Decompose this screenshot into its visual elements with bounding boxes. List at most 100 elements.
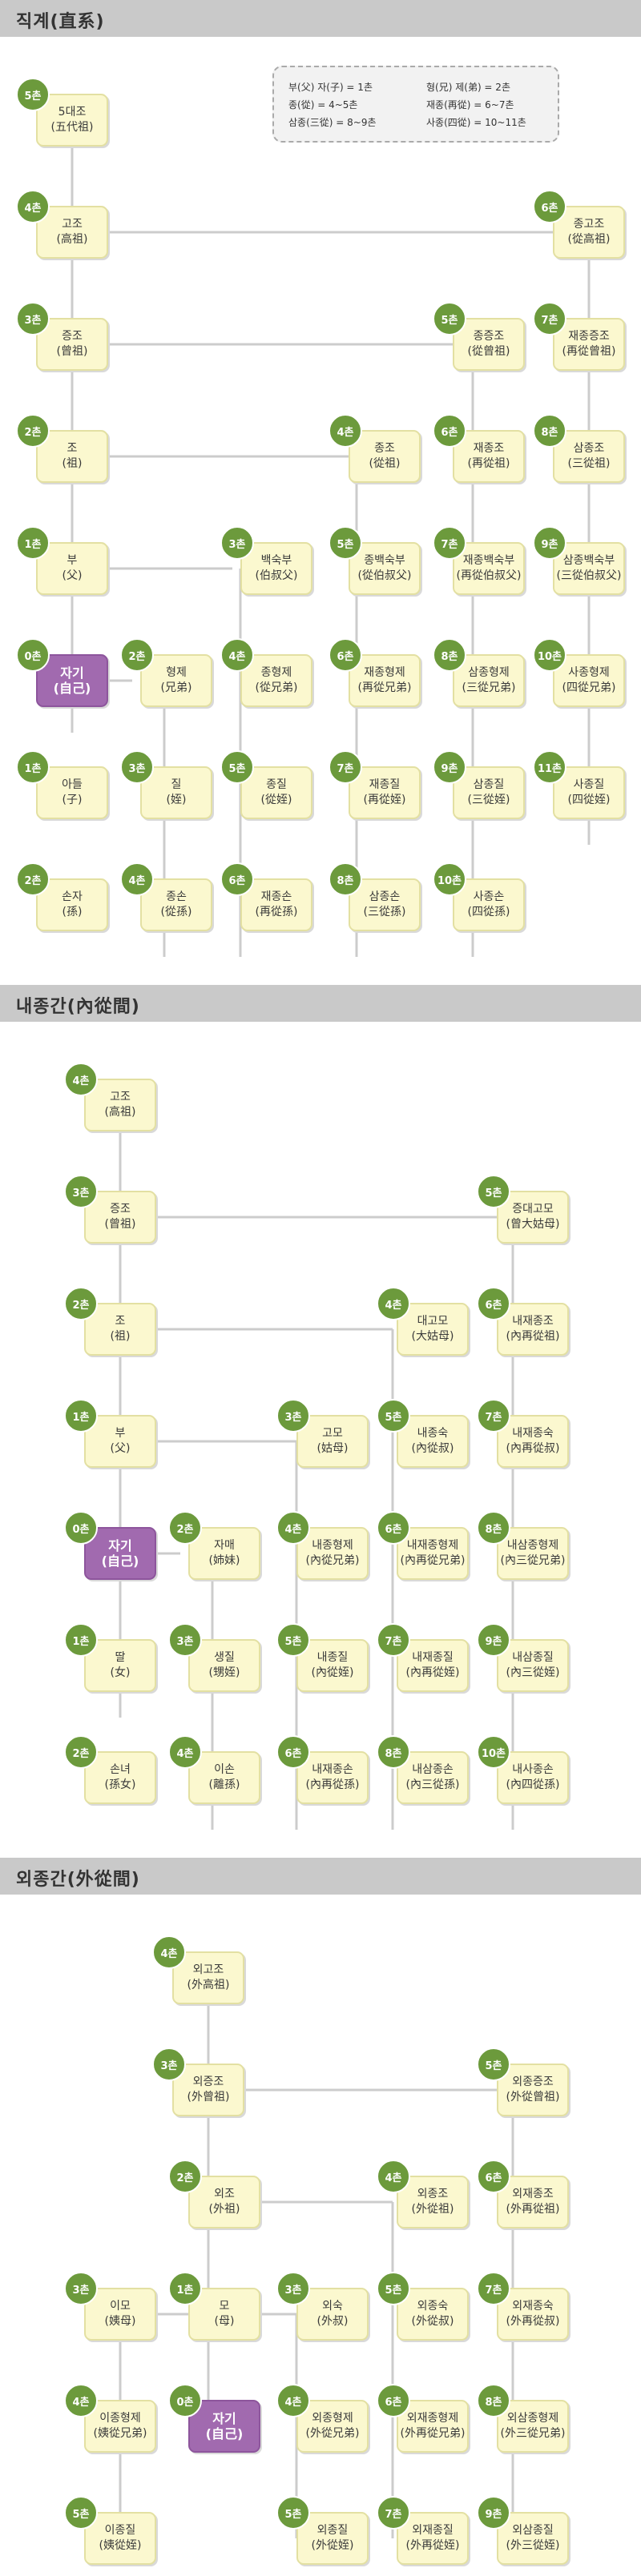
- kin-name: 손자: [62, 890, 83, 903]
- kin-node: 재종질(再從姪): [349, 766, 421, 819]
- kin-hanja: (外從叔): [411, 2315, 454, 2328]
- kin-hanja: (高祖): [56, 233, 88, 246]
- kin-node: 내종숙(內從叔): [397, 1415, 469, 1468]
- kin-hanja: (曾大姑母): [506, 1218, 560, 1231]
- kin-node: 종백숙부(從伯叔父): [349, 542, 421, 595]
- section-header-direct: 직계(直系): [0, 0, 641, 37]
- kin-node: 삼종백숙부(三從伯叔父): [553, 542, 625, 595]
- kin-name: 외종질: [316, 2524, 349, 2537]
- kin-node: 이손(離孫): [188, 1751, 260, 1804]
- chon-badge: 7촌: [533, 302, 566, 336]
- kin-name: 자기: [108, 1538, 132, 1553]
- chon-badge: 5촌: [276, 2496, 310, 2530]
- kin-name: 외재종질: [412, 2524, 454, 2537]
- kin-name: 자매: [214, 1539, 235, 1552]
- chon-badge: 4촌: [329, 414, 362, 448]
- kin-node: 재종증조(再從曾祖): [553, 318, 625, 371]
- kin-hanja: (從姪): [260, 794, 292, 806]
- kin-name: 사종질: [573, 778, 605, 791]
- kin-name: 조: [115, 1315, 126, 1328]
- chon-badge: 5촌: [276, 1623, 310, 1657]
- kin-node: 내재종형제(內再從兄弟): [397, 1527, 469, 1580]
- kin-node: 외재종숙(外再從叔): [497, 2288, 569, 2341]
- kin-name: 종질: [266, 778, 287, 791]
- kin-name: 내사종손: [512, 1763, 554, 1776]
- chon-badge: 0촌: [64, 1511, 98, 1545]
- kin-node: 외증조(外曾祖): [172, 2064, 244, 2116]
- kin-name: 내삼종손: [412, 1763, 454, 1776]
- kin-hanja: (內再從叔): [506, 1442, 560, 1455]
- kin-hanja: (再從伯叔父): [456, 569, 522, 582]
- kin-node: 재종백숙부 (再從伯叔父): [453, 542, 525, 595]
- kin-hanja: (孫): [62, 906, 83, 918]
- kin-hanja: (外從姪): [311, 2539, 354, 2552]
- kin-hanja: (外高祖): [187, 1979, 230, 1991]
- kin-node: 재종손(再從孫): [240, 878, 312, 931]
- kin-node: 아들(子): [36, 766, 108, 819]
- kin-hanja: (外再從叔): [506, 2315, 560, 2328]
- kin-node: 내삼종질(內三從姪): [497, 1639, 569, 1692]
- chon-badge: 5촌: [377, 1399, 410, 1433]
- kin-name: 삼종백숙부: [562, 554, 615, 567]
- kin-node: 내삼종형제(內三從兄弟): [497, 1527, 569, 1580]
- kin-hanja: (內再從姪): [405, 1666, 460, 1679]
- kin-hanja: (外三從姪): [506, 2539, 560, 2552]
- chon-badge: 2촌: [16, 862, 50, 896]
- kin-node: 고모(姑母): [296, 1415, 369, 1468]
- chon-badge: 6촌: [329, 638, 362, 672]
- kin-hanja: (四從兄弟): [562, 681, 616, 694]
- kin-name: 고조: [110, 1091, 131, 1103]
- kin-hanja: (伯叔父): [255, 569, 298, 582]
- chon-badge: 5촌: [433, 302, 466, 336]
- kin-name: 아들: [62, 778, 83, 791]
- kin-hanja: (內從兄弟): [305, 1554, 360, 1567]
- kin-node: 종형제(從兄弟): [240, 654, 312, 707]
- kin-name: 종조: [374, 442, 395, 455]
- kin-name: 외조: [214, 2188, 235, 2200]
- chon-badge: 4촌: [377, 1287, 410, 1320]
- chon-badge: 0촌: [16, 638, 50, 672]
- kin-hanja: (外再從兄弟): [400, 2427, 466, 2440]
- kin-name: 내재종질: [412, 1651, 454, 1664]
- chon-badge: 3촌: [152, 2048, 186, 2081]
- kin-hanja: (外再從祖): [506, 2203, 560, 2216]
- kin-name: 재종질: [369, 778, 401, 791]
- kin-hanja: (四從孫): [467, 906, 510, 918]
- chon-badge: 3촌: [64, 1175, 98, 1208]
- chon-badge: 6촌: [477, 2160, 510, 2193]
- kin-name: 모: [219, 2300, 230, 2313]
- kin-node: 손녀(孫女): [84, 1751, 156, 1804]
- kin-name: 재종형제: [364, 666, 405, 679]
- kin-name: 질: [171, 778, 182, 791]
- kin-node: 외종질 (外從姪): [296, 2512, 369, 2565]
- legend-item: 부(父) 자(子) = 1촌: [288, 82, 373, 93]
- kin-node: 부(父): [84, 1415, 156, 1468]
- kin-name: 삼종손: [369, 890, 401, 903]
- kin-hanja: (姨從兄弟): [93, 2427, 147, 2440]
- kin-node: 자매(姉妹): [188, 1527, 260, 1580]
- kin-hanja: (祖): [62, 457, 83, 470]
- chon-badge: 1촌: [168, 2272, 202, 2305]
- chon-badge: 7촌: [377, 1623, 410, 1657]
- kin-name: 종손: [166, 890, 187, 903]
- kin-name: 증조: [110, 1203, 131, 1216]
- kin-hanja: (女): [110, 1666, 131, 1679]
- kin-name: 형제: [166, 666, 187, 679]
- chon-badge: 0촌: [168, 2384, 202, 2417]
- chon-badge: 4촌: [168, 1735, 202, 1769]
- kin-hanja: (三從祖): [567, 457, 611, 470]
- kin-name: 내종숙: [417, 1427, 449, 1440]
- kin-name: 외삼종질: [512, 2524, 554, 2537]
- kin-name: 조: [67, 442, 78, 455]
- kin-name: 재종손: [260, 890, 292, 903]
- chon-badge: 4촌: [276, 1511, 310, 1545]
- kin-hanja: (從高祖): [567, 233, 611, 246]
- kin-hanja: (內三從姪): [506, 1666, 560, 1679]
- kin-name: 대고모: [417, 1315, 449, 1328]
- kin-hanja: (姨母): [104, 2315, 136, 2328]
- kin-name: 재종백숙부: [462, 554, 515, 567]
- kin-node: 삼종조(三從祖): [553, 430, 625, 483]
- kin-node: 종조(從祖): [349, 430, 421, 483]
- chon-badge: 4촌: [377, 2160, 410, 2193]
- chon-badge: 9촌: [477, 2496, 510, 2530]
